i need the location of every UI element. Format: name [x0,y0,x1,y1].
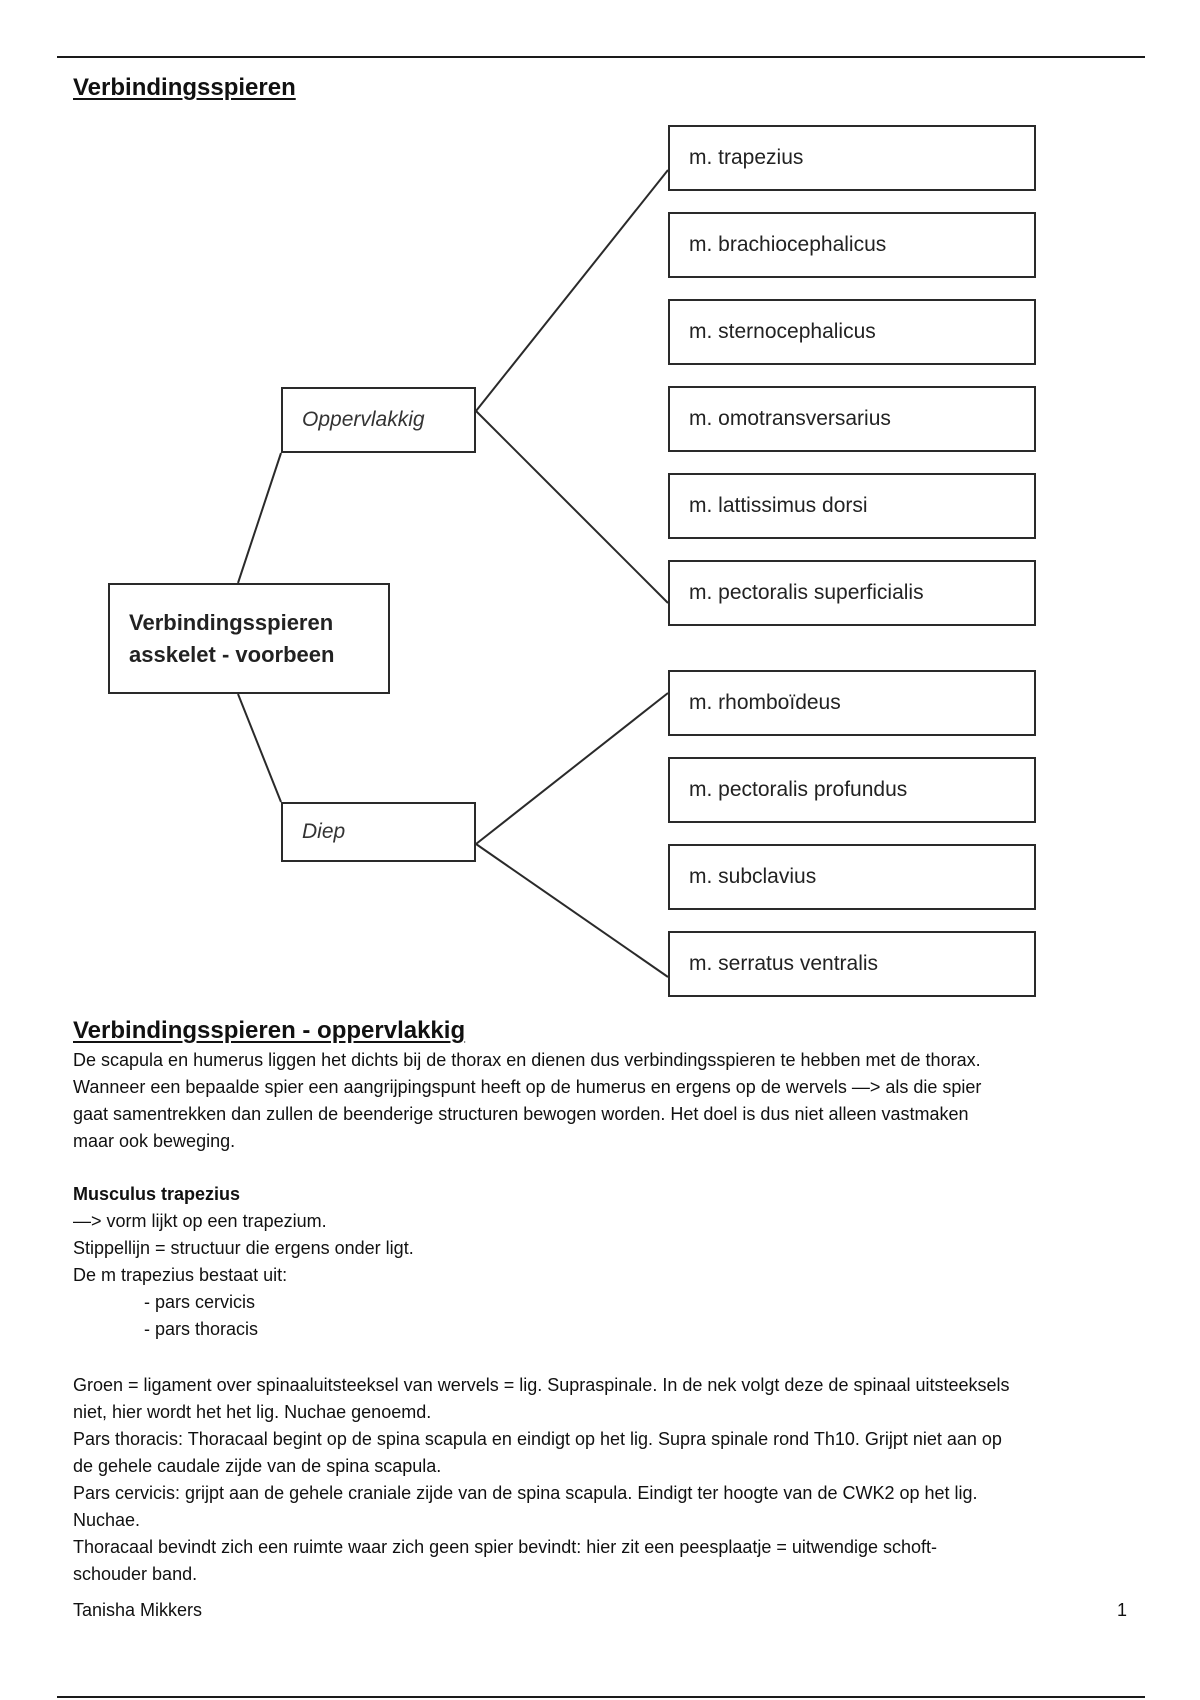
section-heading-superficial: Verbindingsspieren - oppervlakkig [73,1017,466,1044]
text-line: De scapula en humerus liggen het dichts … [73,1050,981,1070]
connector-superficial-pectoralis [475,410,669,604]
footer-page-number: 1 [1116,1600,1127,1620]
text-line: de gehele caudale zijde van de spina sca… [73,1456,442,1476]
superficial-node: Oppervlakkig [281,387,476,453]
text-line: maar ook beweging. [73,1131,236,1151]
text-line: niet, hier wordt het het lig. Nuchae gen… [73,1402,432,1422]
intro-paragraph: De scapula en humerus liggen het dichts … [73,1047,1133,1155]
muscle-hierarchy-diagram: Verbindingsspieren asskelet - voorbeen O… [108,125,1036,997]
root-line-2: asskelet - voorbeen [129,641,335,667]
connector-deep-rhomboideus [475,692,669,845]
text-line: Nuchae. [73,1510,141,1530]
text-line: Pars cervicis: grijpt aan de gehele cran… [73,1483,978,1503]
muscle-box-trapezius: m. trapezius [668,125,1036,191]
muscle-box-lattissimus-dorsi: m. lattissimus dorsi [668,473,1036,539]
connector-root-deep [237,693,282,803]
text-line: Thoracaal bevindt zich een ruimte waar z… [73,1537,937,1557]
root-node: Verbindingsspieren asskelet - voorbeen [108,583,390,694]
connector-lines [237,169,669,978]
connector-deep-serratus [475,843,669,978]
trapezius-section: Musculus trapezius —> vorm lijkt op een … [73,1181,1133,1343]
muscle-box-omotransversarius: m. omotransversarius [668,386,1036,452]
connector-root-superficial [237,452,282,584]
text-line: gaat samentrekken dan zullen de beenderi… [73,1104,969,1124]
bottom-rule [57,1696,1145,1698]
text-line: Wanneer een bepaalde spier een aangrijpi… [73,1077,982,1097]
muscle-box-serratus-ventralis: m. serratus ventralis [668,931,1036,997]
muscle-box-pectoralis-superficialis: m. pectoralis superficialis [668,560,1036,626]
text-line: —> vorm lijkt op een trapezium. [73,1211,327,1231]
muscle-box-rhomboideus: m. rhomboïdeus [668,670,1036,736]
list-item: - pars cervicis [144,1292,256,1312]
notes-paragraph: Groen = ligament over spinaaluitsteeksel… [73,1372,1133,1588]
muscle-box-pectoralis-profundus: m. pectoralis profundus [668,757,1036,823]
connector-superficial-trapezius [475,169,669,412]
text-line: Pars thoracis: Thoracaal begint op de sp… [73,1429,1002,1449]
trapezius-subheading: Musculus trapezius [73,1184,241,1204]
page-title: Verbindingsspieren [73,74,296,101]
list-item: - pars thoracis [144,1319,259,1339]
muscle-box-sternocephalicus: m. sternocephalicus [668,299,1036,365]
text-line: Groen = ligament over spinaaluitsteeksel… [73,1375,1010,1395]
text-line: De m trapezius bestaat uit: [73,1265,288,1285]
root-line-1: Verbindingsspieren [129,609,334,635]
footer-author: Tanisha Mikkers [73,1600,203,1620]
text-line: schouder band. [73,1564,198,1584]
muscle-box-brachiocephalicus: m. brachiocephalicus [668,212,1036,278]
top-rule [57,56,1145,58]
deep-node: Diep [281,802,476,862]
muscle-box-subclavius: m. subclavius [668,844,1036,910]
text-line: Stippellijn = structuur die ergens onder… [73,1238,414,1258]
